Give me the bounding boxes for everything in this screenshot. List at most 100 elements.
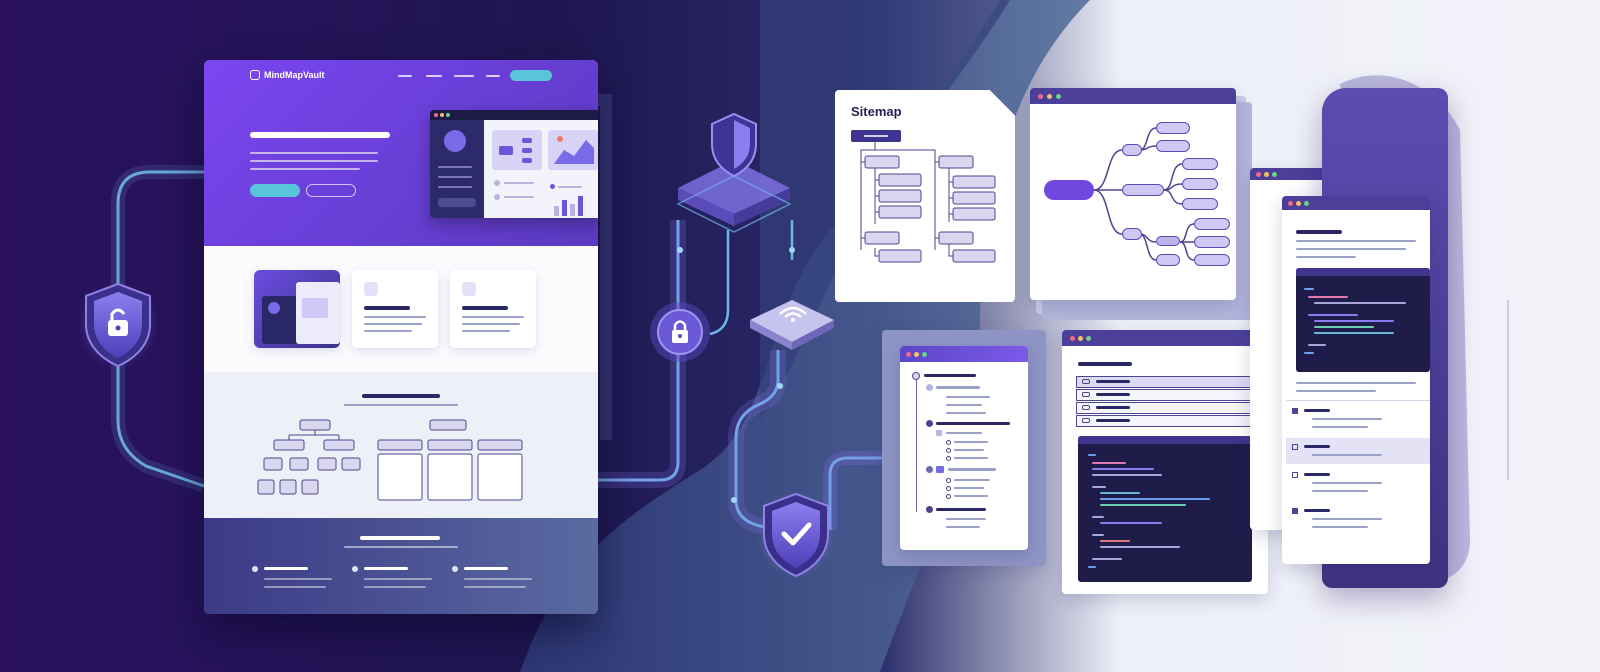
outline-item[interactable] <box>954 457 988 459</box>
feature-card-preview[interactable] <box>254 270 340 348</box>
document-text-line <box>1296 390 1376 392</box>
nav-link[interactable] <box>486 75 500 77</box>
hero-secondary-button[interactable] <box>306 184 356 197</box>
task-text-line <box>1312 418 1382 420</box>
window-close-icon[interactable] <box>1038 94 1043 99</box>
mindmap-node[interactable] <box>1122 144 1142 156</box>
mindmap-node[interactable] <box>1182 178 1218 190</box>
outline-node-icon <box>926 466 933 473</box>
mindmap-node[interactable] <box>1182 198 1218 210</box>
mindmap-node[interactable] <box>1122 228 1142 240</box>
footer-link[interactable] <box>364 567 408 570</box>
task-row-selected[interactable] <box>1286 438 1430 464</box>
code-line <box>1100 498 1210 500</box>
outline-item[interactable] <box>948 468 996 471</box>
avatar <box>444 130 466 152</box>
card-preview-sidebar <box>262 296 298 344</box>
window-maximize-icon[interactable] <box>1304 201 1309 206</box>
window-minimize-icon[interactable] <box>1078 336 1083 341</box>
outline-item[interactable] <box>954 495 988 497</box>
outline-item[interactable] <box>936 422 1010 425</box>
mindmap-node[interactable] <box>1156 254 1180 266</box>
outline-item[interactable] <box>946 412 986 414</box>
mindmap-node[interactable] <box>1194 236 1230 248</box>
nav-link[interactable] <box>454 75 474 77</box>
preview-text-line <box>558 186 582 188</box>
code-line <box>1304 288 1314 290</box>
bar-chart-bar <box>562 200 567 216</box>
radio-icon[interactable] <box>946 494 951 499</box>
padlock-icon <box>650 302 710 362</box>
outline-item[interactable] <box>954 487 984 489</box>
mindmap-node[interactable] <box>1194 254 1230 266</box>
document-text-line <box>1296 248 1406 250</box>
mindmap-node[interactable] <box>1182 158 1218 170</box>
outline-item[interactable] <box>946 396 990 398</box>
footer-link[interactable] <box>264 567 308 570</box>
code-window <box>1062 330 1268 594</box>
outline-item[interactable] <box>924 374 976 377</box>
mindmap-node[interactable] <box>1156 122 1190 134</box>
window-minimize-icon[interactable] <box>1047 94 1052 99</box>
window-maximize-icon[interactable] <box>922 352 927 357</box>
task-text-line <box>1312 482 1382 484</box>
code-line <box>1088 454 1096 456</box>
sitemap-document: Sitemap <box>835 90 1015 302</box>
outline-item[interactable] <box>946 526 980 528</box>
checkbox-icon[interactable] <box>1292 508 1298 514</box>
outline-item[interactable] <box>946 518 986 520</box>
mindmap-thumbnail <box>302 298 328 318</box>
window-maximize-icon[interactable] <box>1272 172 1277 177</box>
bar-chart-bar <box>554 206 559 216</box>
outline-item[interactable] <box>954 449 984 451</box>
window-close-icon[interactable] <box>1070 336 1075 341</box>
list-row-label <box>1096 380 1130 383</box>
nav-link[interactable] <box>426 75 442 77</box>
outline-item[interactable] <box>946 432 982 434</box>
radio-icon[interactable] <box>946 448 951 453</box>
preview-text-line <box>438 176 472 178</box>
window-minimize-icon[interactable] <box>914 352 919 357</box>
window-titlebar <box>1030 88 1236 104</box>
outline-item[interactable] <box>936 386 980 389</box>
radio-icon[interactable] <box>946 486 951 491</box>
mindmap-node[interactable] <box>1194 218 1230 230</box>
window-maximize-icon[interactable] <box>1086 336 1091 341</box>
task-title <box>1304 409 1330 412</box>
mindmap-node[interactable] <box>1156 140 1190 152</box>
radio-icon[interactable] <box>946 440 951 445</box>
feature-card[interactable] <box>450 270 536 348</box>
radio-icon[interactable] <box>946 478 951 483</box>
window-close-icon[interactable] <box>1288 201 1293 206</box>
mindmap-node[interactable] <box>1156 236 1180 246</box>
window-close-icon[interactable] <box>906 352 911 357</box>
document-window <box>1282 196 1430 564</box>
window-minimize-icon[interactable] <box>1264 172 1269 177</box>
window-maximize-icon[interactable] <box>1056 94 1061 99</box>
outline-item[interactable] <box>954 441 988 443</box>
list-row-label <box>1096 419 1130 422</box>
outline-item[interactable] <box>954 479 990 481</box>
checkbox-icon[interactable] <box>1292 444 1298 450</box>
brand-logo[interactable]: MindMapVault <box>250 70 325 80</box>
code-snippet <box>1296 268 1430 372</box>
code-editor[interactable] <box>1078 436 1252 582</box>
outline-item[interactable] <box>936 508 986 511</box>
outline-item[interactable] <box>946 404 982 406</box>
outline-node-icon <box>912 372 920 380</box>
nav-link[interactable] <box>398 75 412 77</box>
checkbox-icon[interactable] <box>1292 472 1298 478</box>
checkbox-icon[interactable] <box>936 466 944 473</box>
mindmap-node[interactable] <box>1122 184 1164 196</box>
checkbox-icon[interactable] <box>936 430 942 436</box>
preview-text-line <box>438 186 472 188</box>
window-minimize-icon[interactable] <box>1296 201 1301 206</box>
window-close-icon[interactable] <box>1256 172 1261 177</box>
nav-cta-button[interactable] <box>510 70 552 81</box>
bar-chart-bar <box>570 204 575 216</box>
hero-primary-button[interactable] <box>250 184 300 197</box>
radio-icon[interactable] <box>946 456 951 461</box>
feature-card[interactable] <box>352 270 438 348</box>
checkbox-icon[interactable] <box>1292 408 1298 414</box>
footer-link[interactable] <box>464 567 508 570</box>
